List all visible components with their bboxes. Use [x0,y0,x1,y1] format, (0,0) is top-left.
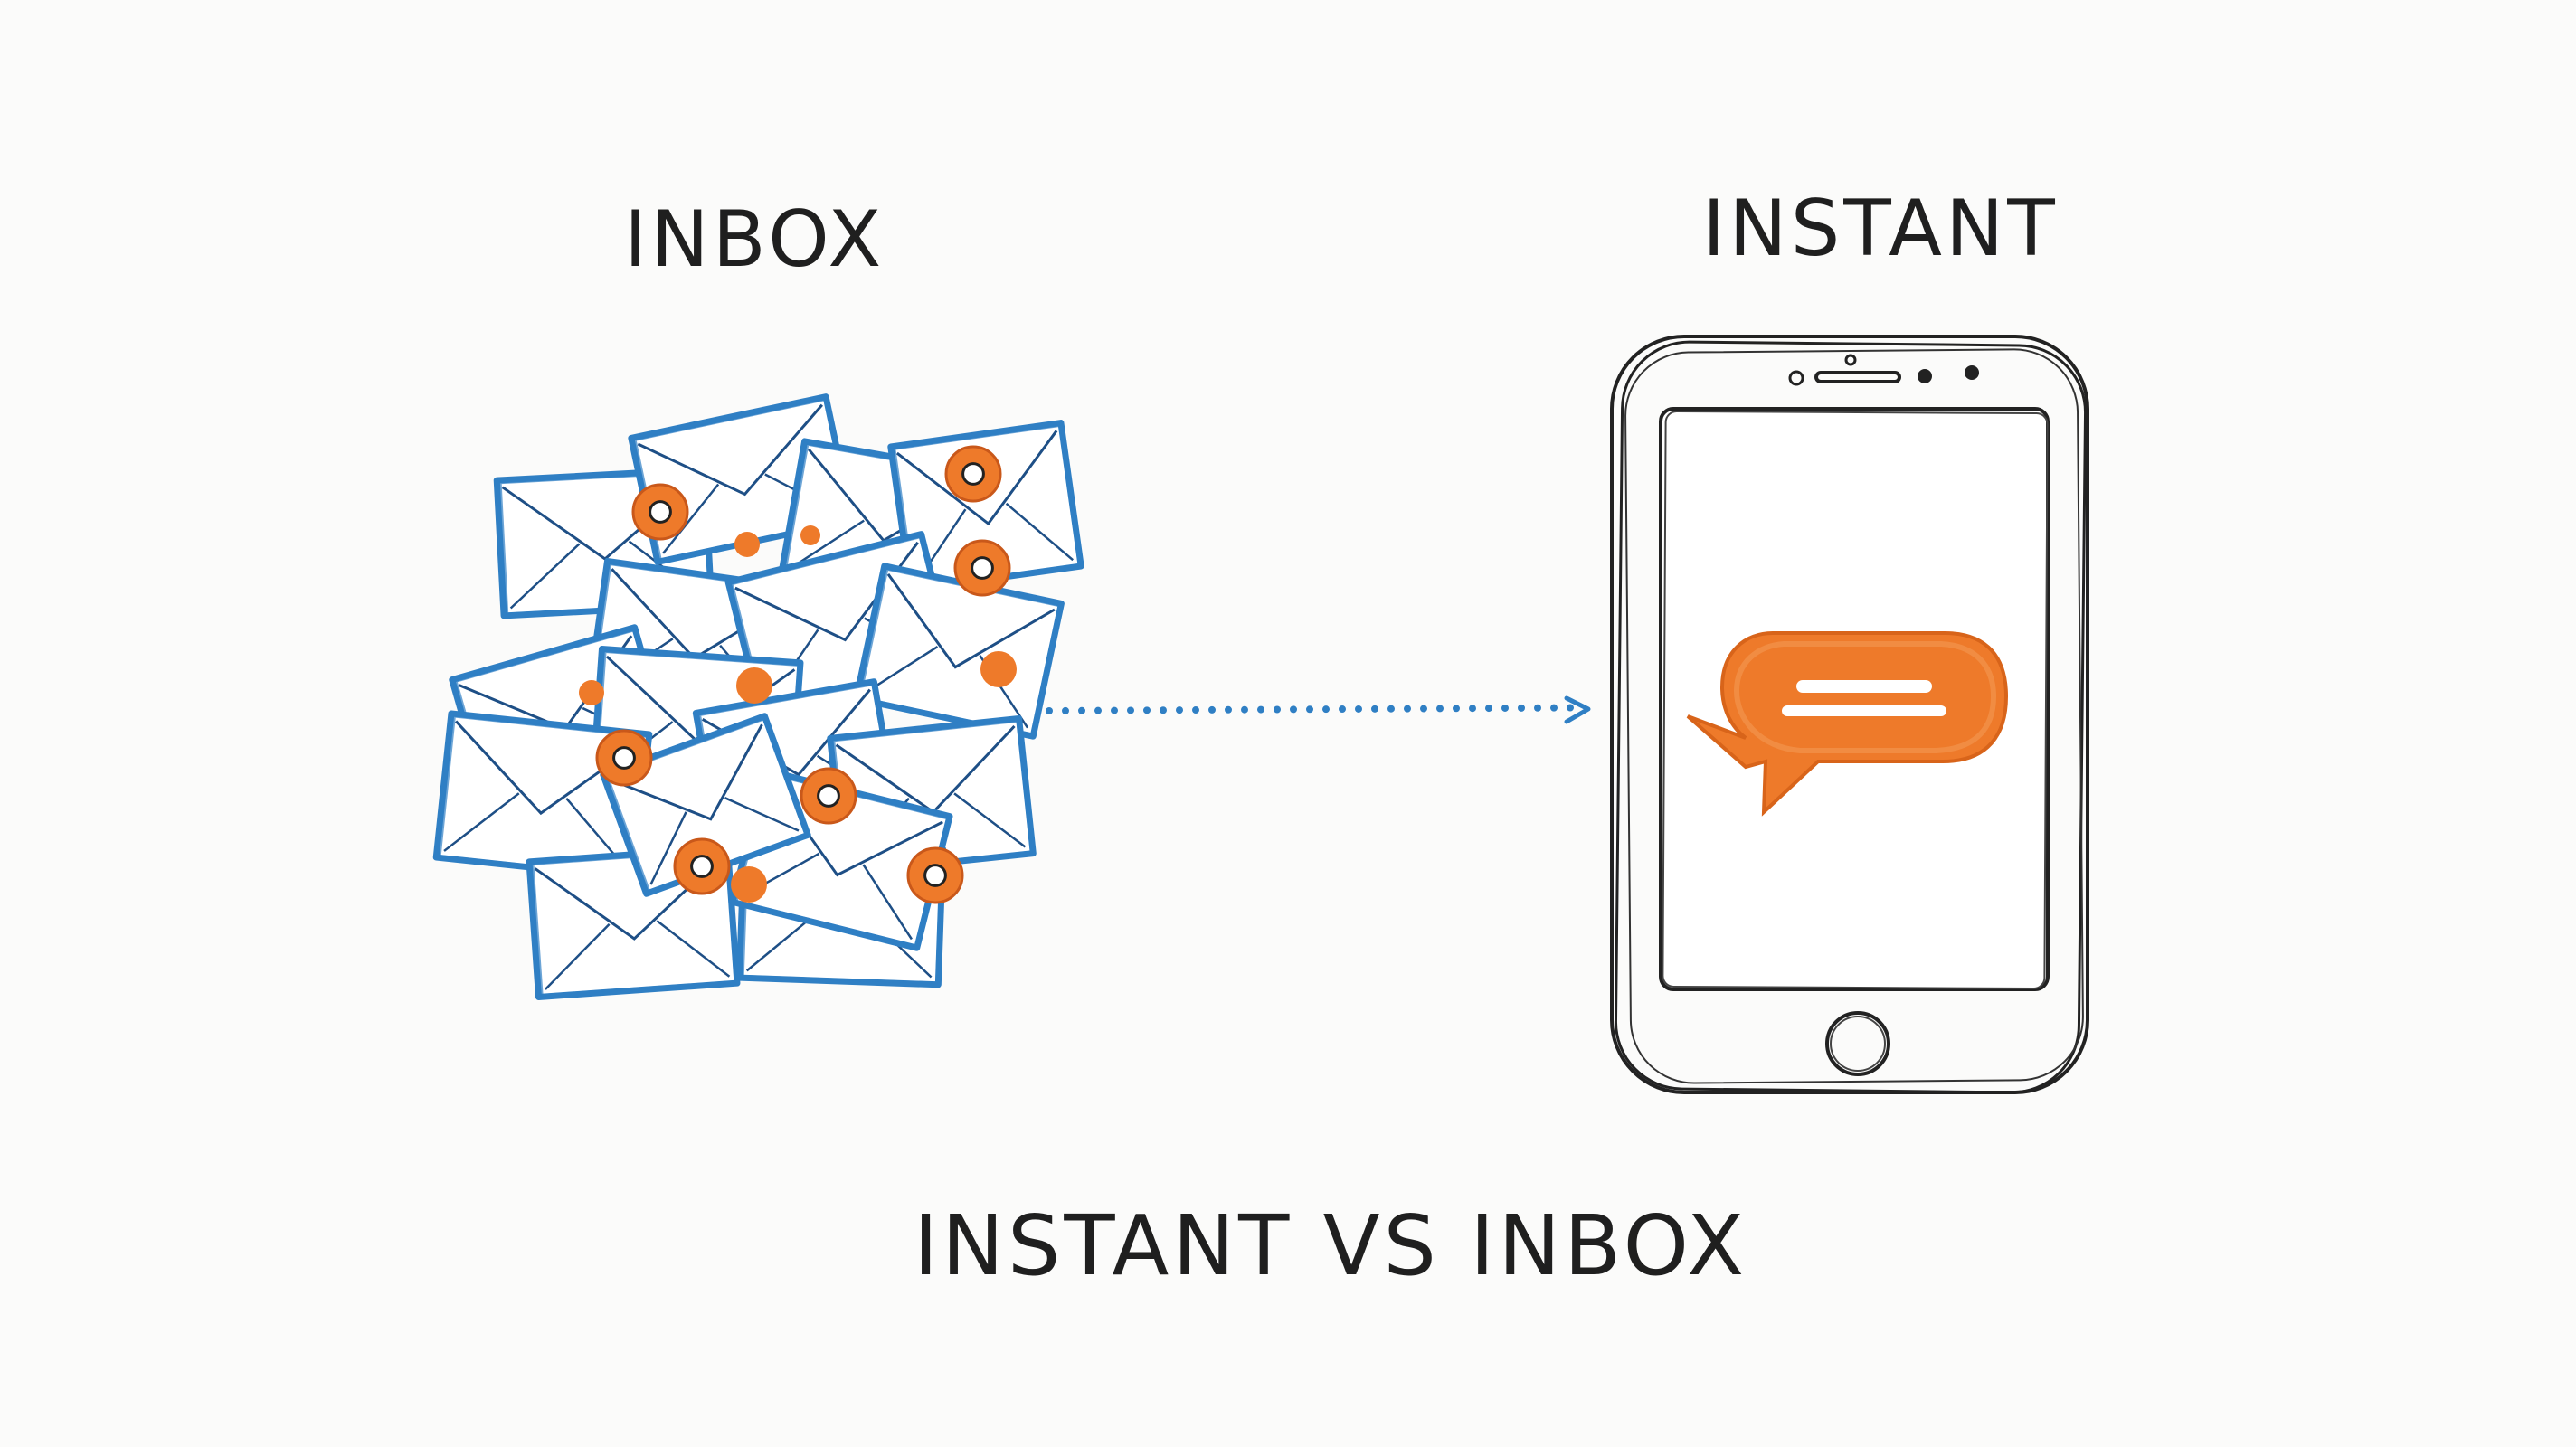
notification-dot-icon [800,525,820,545]
notification-dot-icon [731,866,767,903]
diagram-caption: INSTANT VS INBOX [914,1197,1748,1294]
notification-dot-icon [734,532,760,557]
speaker-icon [1814,371,1901,383]
envelope-pile-icon [432,393,1084,1000]
notification-badge-icon [800,767,857,825]
arrow-head-icon [1564,695,1591,724]
notification-badge-icon [631,483,689,541]
notification-badge-icon [673,837,731,895]
camera-icon-2 [1965,365,1979,380]
instant-label: INSTANT [1702,184,2059,274]
home-button-icon [1825,1011,1890,1076]
notification-badge-icon [944,445,1002,503]
notification-badges [579,445,1017,904]
notification-badge-icon [595,729,653,787]
notification-badge-icon [953,539,1011,597]
notification-badge-icon [906,846,964,904]
camera-icon [1918,369,1932,383]
notification-dot-icon [579,680,604,705]
sensor-icon [1788,370,1804,386]
notification-dot-icon [736,667,772,704]
inbox-label: INBOX [624,194,886,285]
dotted-arrow [1046,695,1591,724]
envelope-icon [853,563,1065,740]
notification-dot-icon [980,651,1017,687]
chat-bubble-icon [1686,631,2009,817]
